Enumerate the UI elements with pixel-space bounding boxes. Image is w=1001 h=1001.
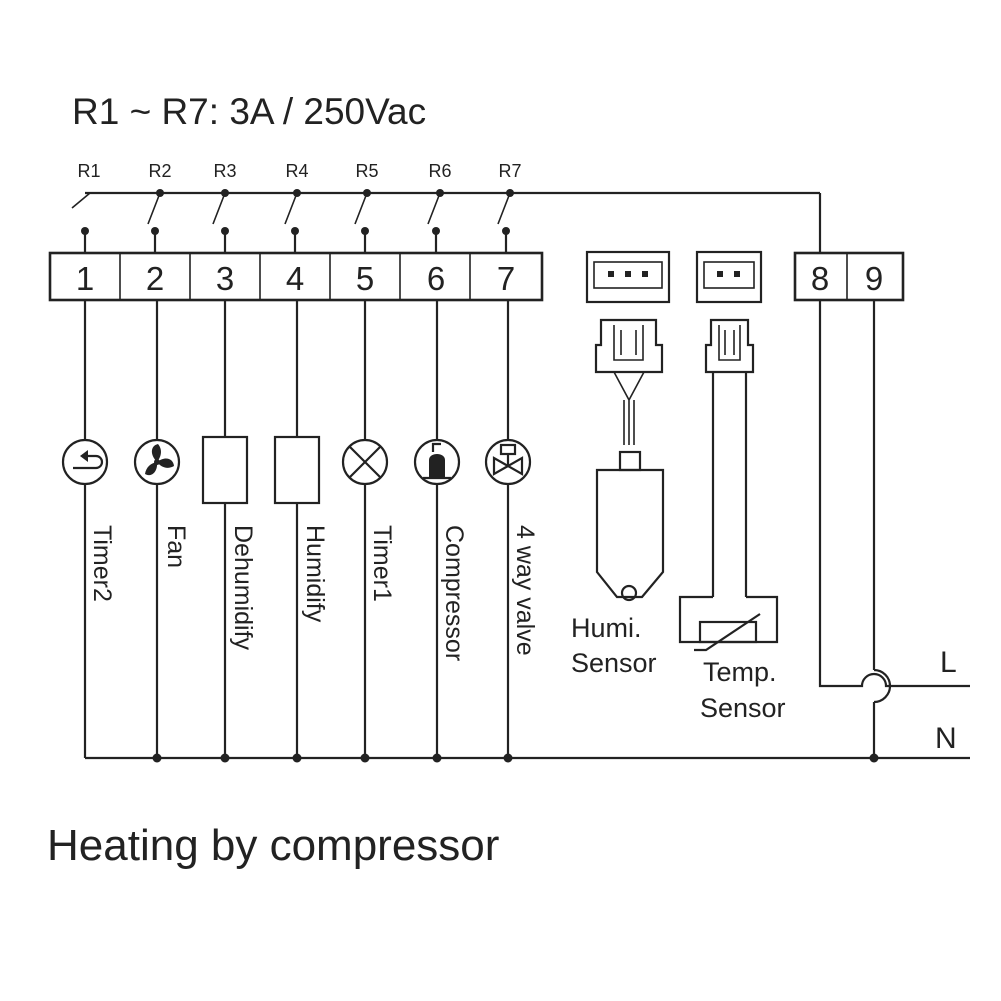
humidify-load-icon — [273, 435, 321, 505]
temperature-sensor-label-2: Sensor — [700, 693, 786, 723]
terminal-6: 6 — [427, 260, 445, 297]
load-label-compressor: Compressor — [440, 525, 468, 661]
load-label-fan: Fan — [162, 525, 190, 568]
neutral-junctions — [152, 753, 879, 763]
relay-switch-r7: R7 — [497, 161, 522, 253]
relay-switch-r5: R5 — [354, 161, 379, 253]
compressor-icon — [413, 438, 461, 486]
relay-label-r3: R3 — [213, 161, 236, 181]
neutral-label: N — [935, 722, 957, 755]
terminal-9: 9 — [865, 260, 883, 297]
load-label-timer1: Timer1 — [368, 525, 396, 602]
humidity-sensor-label-2: Sensor — [571, 648, 657, 678]
diagram-caption: Heating by compressor — [47, 821, 499, 870]
crossover-hop — [873, 668, 892, 704]
relay-label-r1: R1 — [77, 161, 100, 181]
temperature-sensor-connector — [695, 250, 763, 304]
relay-switch-r2: R2 — [147, 161, 172, 253]
fan-icon — [133, 438, 181, 486]
humidity-sensor-connector — [585, 250, 671, 304]
humidity-sensor-probe — [595, 450, 665, 602]
humidity-sensor-label-1: Humi. — [571, 613, 642, 643]
temperature-sensor-cable — [678, 372, 779, 644]
dehumidify-load-icon — [201, 435, 249, 505]
relay-label-r2: R2 — [148, 161, 171, 181]
relay-label-r5: R5 — [355, 161, 378, 181]
terminal-block-main: 1 2 3 4 5 6 7 — [48, 251, 544, 302]
relay-switch-r4: R4 — [284, 161, 309, 253]
temperature-sensor-plug — [704, 318, 755, 374]
relay-switch-r1: R1 — [71, 161, 101, 253]
terminal-2: 2 — [146, 260, 164, 297]
terminal-5: 5 — [356, 260, 374, 297]
terminal-1: 1 — [76, 260, 94, 297]
relay-label-r4: R4 — [285, 161, 308, 181]
terminal-block-power: 8 9 — [793, 251, 905, 302]
load-label-dehumidify: Dehumidify — [229, 525, 257, 651]
terminal-7: 7 — [497, 260, 515, 297]
humidity-sensor-plug — [594, 318, 664, 374]
terminal-3: 3 — [216, 260, 234, 297]
thermistor-icon — [694, 613, 761, 652]
temperature-sensor-label-1: Temp. — [703, 657, 777, 687]
load-label-timer2: Timer2 — [88, 525, 116, 602]
lamp-icon — [341, 438, 389, 486]
load-wires — [83, 300, 510, 758]
relay-label-r6: R6 — [428, 161, 451, 181]
relay-label-r7: R7 — [498, 161, 521, 181]
timer-icon — [61, 438, 109, 486]
relay-switch-r3: R3 — [212, 161, 237, 253]
rating-title: R1 ~ R7: 3A / 250Vac — [72, 91, 426, 132]
load-label-4-way-valve: 4 way valve — [511, 525, 539, 656]
load-label-humidify: Humidify — [301, 525, 329, 623]
live-label: L — [940, 646, 957, 679]
relay-switch-r6: R6 — [427, 161, 452, 253]
terminal-8: 8 — [811, 260, 829, 297]
valve-icon — [484, 438, 532, 486]
terminal-4: 4 — [286, 260, 304, 297]
live-wire — [818, 300, 970, 688]
humidity-sensor-cable — [613, 371, 645, 445]
